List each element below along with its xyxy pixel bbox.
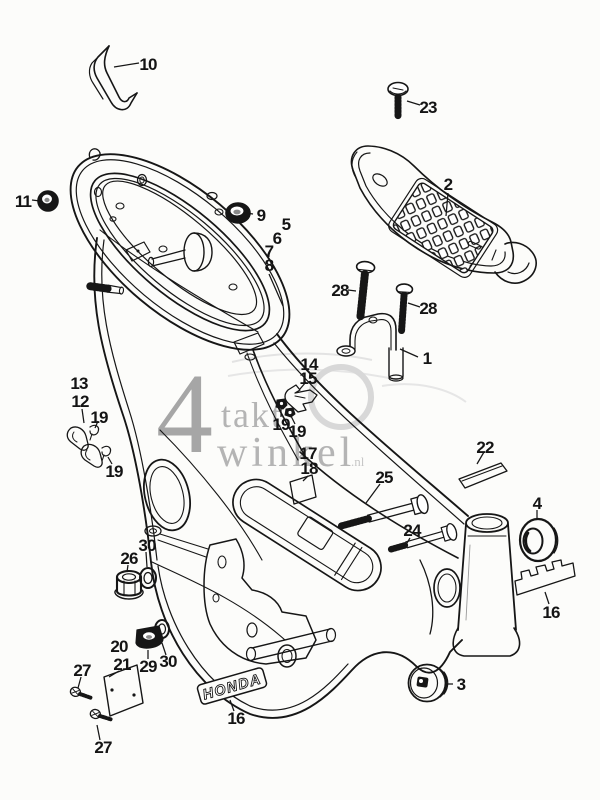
watermark-word-winkel: winkel (217, 430, 355, 476)
part-label-19b: 19 (288, 422, 306, 441)
part-9-grommet-drawing (225, 202, 251, 224)
part-label-28b: 28 (419, 299, 437, 318)
part-14-15-latch-drawing (275, 384, 318, 418)
part-label-27a: 27 (73, 661, 91, 680)
watermark-word-takt: takt (221, 395, 283, 435)
part-26-nut-drawing (114, 569, 144, 600)
part-label-28a: 28 (331, 281, 349, 300)
part-label-6: 6 (273, 229, 282, 248)
watermark-sketch-line (381, 383, 467, 403)
part-label-4: 4 (533, 494, 543, 513)
part-25-bolt-drawing (337, 494, 429, 530)
part-label-3: 3 (457, 675, 466, 694)
part-label-7: 7 (265, 242, 274, 261)
part-label-21: 21 (113, 655, 131, 674)
part-3-grommet-drawing (407, 663, 449, 703)
part-22-sticker-drawing (458, 462, 508, 489)
part-label-17: 17 (299, 444, 317, 463)
part-27-screw-bottom-drawing (89, 708, 113, 722)
part-label-18: 18 (300, 459, 318, 478)
part-30-washer-top-drawing (139, 567, 157, 589)
part-label-24: 24 (403, 521, 422, 540)
part-label-14: 14 (300, 355, 319, 374)
watermark-sketch-line (227, 368, 399, 381)
part-label-26: 26 (120, 549, 138, 568)
part-label-5: 5 (282, 215, 291, 234)
part-label-10: 10 (139, 55, 157, 74)
watermark-suffix-nl: .nl (351, 454, 365, 469)
part-label-19c: 19 (90, 408, 108, 427)
part-label-22: 22 (476, 438, 494, 457)
part-label-11: 11 (15, 192, 32, 211)
part-label-27b: 27 (94, 738, 112, 757)
watermark-circle (308, 364, 374, 430)
part-4-bushing-drawing (518, 517, 559, 563)
part-label-8: 8 (265, 256, 274, 275)
part-label-25: 25 (375, 468, 393, 487)
part-labels: 10 23 2 11 9 5 6 7 8 28 28 1 14 15 19 19… (15, 55, 561, 757)
part-label-2: 2 (444, 175, 453, 194)
part-label-23: 23 (419, 98, 437, 117)
part-11-grommet-drawing (37, 190, 59, 212)
watermark-sketch-line (231, 352, 373, 363)
part-2-footboard-drawing (350, 145, 537, 284)
part-label-13: 13 (70, 374, 88, 393)
part-16-sticker-right-drawing (514, 559, 576, 596)
watermark-big-4: 4 (156, 350, 213, 477)
part-28-bolt-a-drawing (355, 260, 376, 322)
part-label-19d: 19 (105, 462, 123, 481)
part-10-clip-drawing (88, 45, 138, 111)
part-label-20: 20 (110, 637, 128, 656)
leader-lines (31, 62, 550, 741)
part-27-screw-top-drawing (69, 686, 93, 700)
part-label-30a: 30 (138, 536, 156, 555)
frame-seat-oval-drawing (69, 148, 291, 361)
part-label-1: 1 (423, 349, 432, 368)
part-17-18-sticker-drawing (289, 474, 317, 505)
part-label-30b: 30 (159, 652, 177, 671)
part-label-29: 29 (139, 657, 157, 676)
part-label-15: 15 (299, 369, 317, 388)
part-label-19a: 19 (272, 415, 290, 434)
part-30-washer-bottom-drawing (154, 619, 170, 639)
part-label-16a: 16 (542, 603, 560, 622)
part-label-12: 12 (71, 392, 89, 411)
frame-head-tube-drawing (452, 513, 521, 657)
part-20-21-plate-drawing (103, 664, 144, 717)
part-28-bolt-b-drawing (395, 283, 414, 335)
part-1-bracket-drawing (336, 312, 404, 382)
part-12-13-hooks-drawing (66, 424, 112, 468)
part-label-16b: 16 (227, 709, 245, 728)
part-24-bolt-drawing (387, 522, 458, 553)
part-label-9: 9 (257, 206, 266, 225)
part-23-screw-drawing (387, 81, 409, 121)
